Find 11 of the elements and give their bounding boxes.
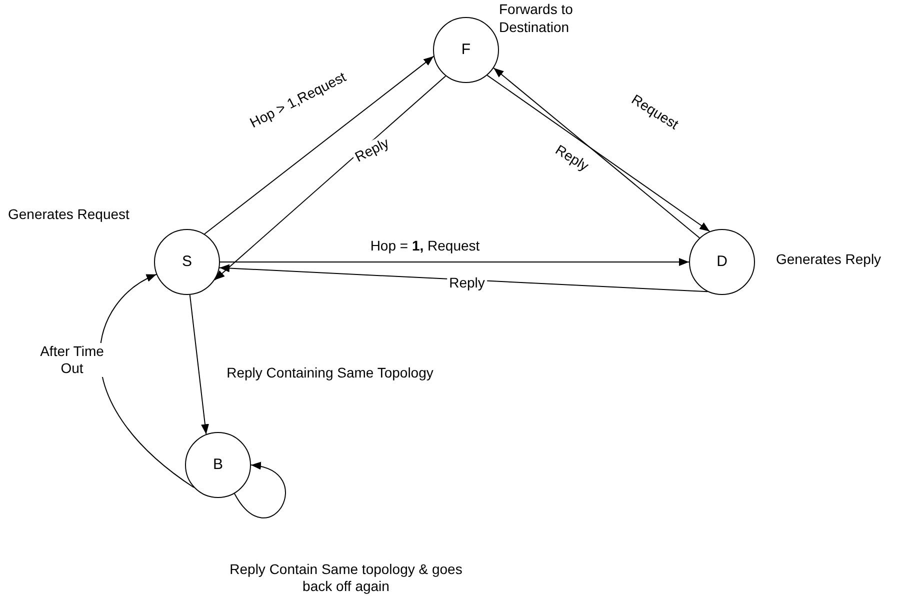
state-caption: Generates Request (8, 205, 130, 223)
arrow (220, 258, 690, 266)
edge-label: Reply Containing Same Topology (224, 364, 436, 382)
state-caption: Generates Reply (776, 250, 882, 268)
arrow (189, 294, 209, 435)
arrow (234, 462, 286, 518)
arrow (219, 264, 708, 292)
arrow (214, 76, 446, 280)
arrow (204, 56, 434, 235)
state-caption: Forwards to Destination (499, 0, 574, 36)
edge-label: Reply (447, 274, 487, 292)
